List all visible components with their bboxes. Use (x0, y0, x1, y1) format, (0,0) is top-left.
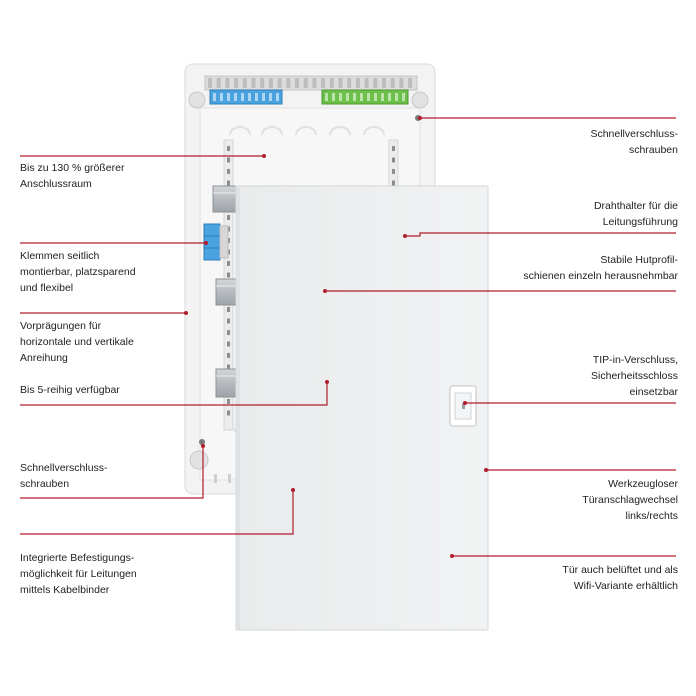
label-tueranschlag: Werkzeugloser Türanschlagwechsel links/r… (582, 478, 678, 522)
enclosure-door (235, 185, 489, 631)
label-reihig: Bis 5-reihig verfügbar (20, 384, 120, 396)
label-tuer: Tür auch belüftet und als Wifi-Variante … (562, 564, 678, 592)
label-befestigung: Integrierte Befestigungs- möglichkeit fü… (20, 552, 137, 596)
top-terminal-block (204, 75, 418, 105)
quick-release-screw-top-left (188, 91, 206, 109)
label-anschlussraum: Bis zu 130 % größerer Anschlussraum (20, 162, 125, 190)
label-schnellverschluss-left: Schnellverschluss- schrauben (20, 462, 108, 490)
label-drahthalter: Drahthalter für die Leitungsführung (593, 200, 678, 228)
quick-release-screw-top-right (411, 91, 429, 109)
label-tip: TIP-in-Verschluss, Sicherheitsschloss ei… (591, 354, 678, 398)
callout-dots (184, 116, 488, 558)
callout-lines (20, 117, 676, 557)
label-vorpraegungen: Vorprägungen für horizontale und vertika… (20, 320, 134, 364)
quick-release-screw-bottom-left (189, 450, 209, 470)
label-klemmen: Klemmen seitlich montierbar, platzsparen… (20, 250, 136, 294)
label-schnellverschluss-right: Schnellverschluss- schrauben (590, 128, 678, 156)
side-terminal-block (203, 223, 229, 261)
terminal-strip-green (321, 89, 409, 105)
label-hutprofil: Stabile Hutprofil- schienen einzeln hera… (523, 254, 678, 282)
